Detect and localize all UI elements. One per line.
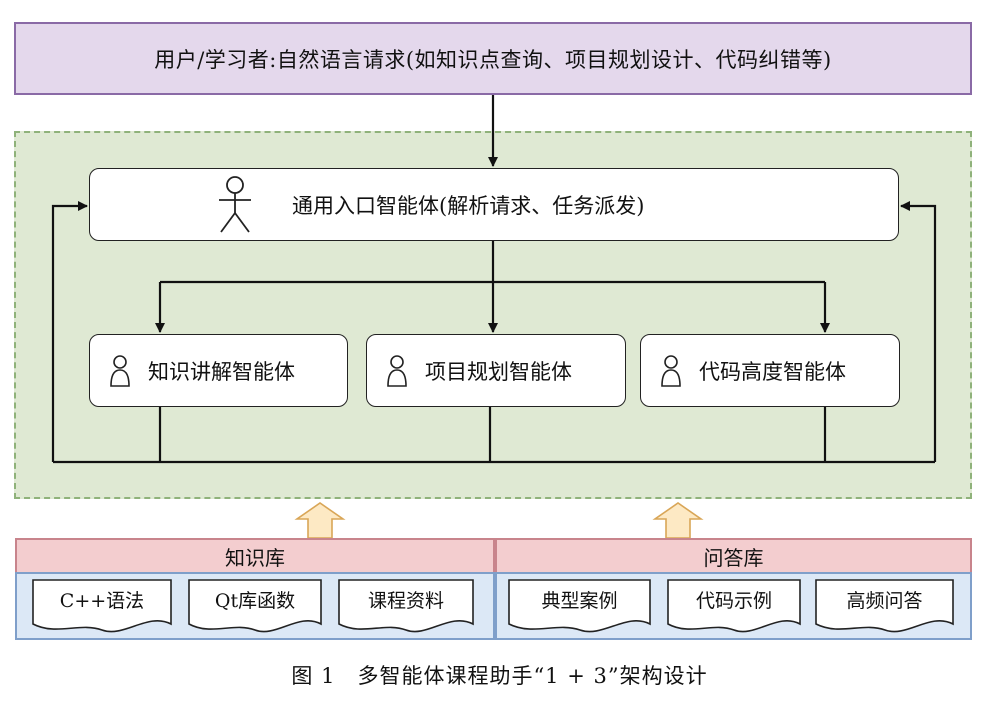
feedback-right (900, 201, 937, 462)
upload-arrow-knowledge (294, 502, 346, 539)
doc-typical-cases: 典型案例 (541, 589, 618, 612)
doc-shape-cpp (32, 579, 172, 633)
upload-arrow-qa (652, 502, 704, 539)
agent-planning-label: 项目规划智能体 (425, 359, 572, 384)
doc-shape-course (338, 579, 474, 633)
agent-knowledge-label: 知识讲解智能体 (148, 359, 295, 384)
agent-planning-box: 项目规划智能体 (366, 334, 626, 407)
doc-shape-faq (815, 579, 954, 633)
person-icon (387, 354, 407, 387)
doc-shape-qt (188, 579, 322, 633)
doc-course-materials: 课程资料 (367, 589, 444, 612)
qa-base-header: 问答库 (495, 538, 972, 574)
doc-shape-code-example (667, 579, 801, 633)
agent-code-box: 代码高度智能体 (640, 334, 900, 407)
doc-cpp-syntax: C++语法 (59, 589, 145, 612)
doc-code-examples: 代码示例 (695, 589, 772, 612)
agent-knowledge-box: 知识讲解智能体 (89, 334, 348, 407)
doc-frequent-qa: 高频问答 (846, 589, 923, 612)
doc-shape-case (508, 579, 651, 633)
doc-qt-functions: Qt库函数 (214, 589, 296, 612)
feedback-left (51, 201, 88, 462)
user-request-text: 用户/学习者:自然语言请求(如知识点查询、项目规划设计、代码纠错等) (154, 47, 832, 72)
user-request-box: 用户/学习者:自然语言请求(如知识点查询、项目规划设计、代码纠错等) (14, 22, 972, 95)
person-icon (110, 354, 130, 387)
person-icon (661, 354, 681, 387)
knowledge-base-title: 知识库 (225, 545, 285, 570)
qa-base-title: 问答库 (703, 545, 764, 570)
entry-agent-label: 通用入口智能体(解析请求、任务派发) (292, 193, 645, 218)
agent-code-label: 代码高度智能体 (699, 359, 846, 384)
figure-caption: 图 1 多智能体课程助手“1 + 3”架构设计 (291, 664, 708, 688)
